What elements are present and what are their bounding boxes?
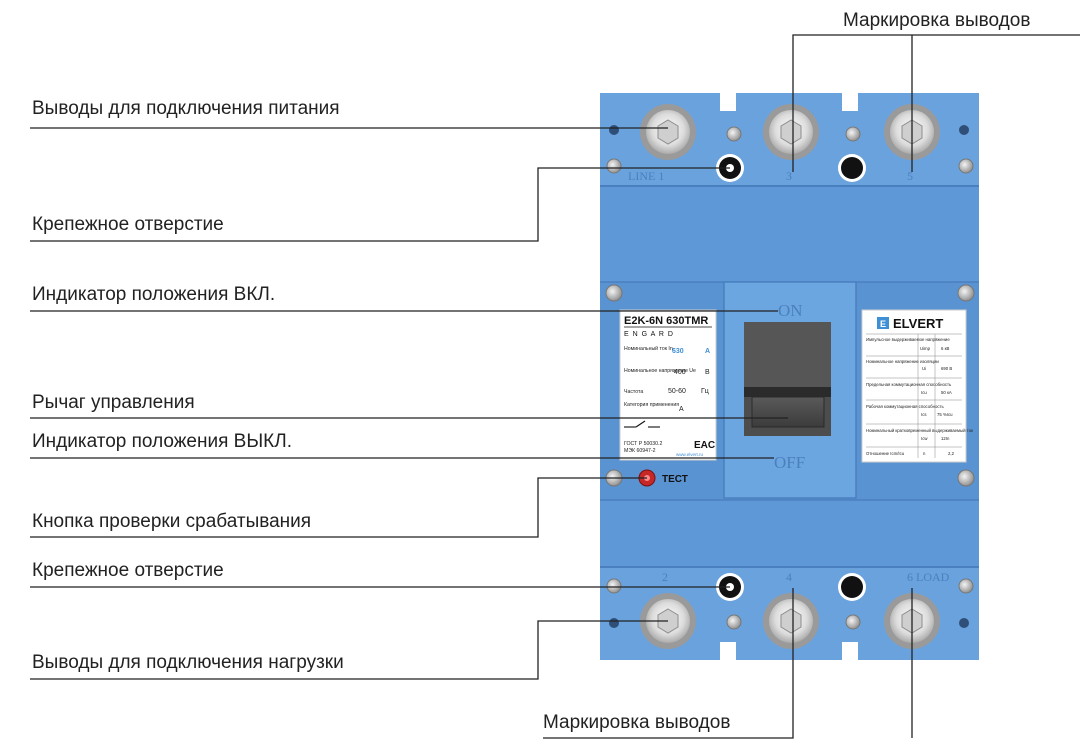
svg-text:В: В — [705, 369, 710, 376]
svg-text:A: A — [679, 406, 684, 413]
lever-assembly: ON OFF — [744, 301, 831, 472]
left-rating-label: E2K-6N 630TMR E N G A R D Номинальный то… — [619, 309, 717, 461]
callout-mounting-hole-top: Крепежное отверстие — [32, 214, 224, 235]
leader-load — [30, 620, 668, 680]
svg-text:Частота: Частота — [624, 389, 643, 395]
mark-2: 2 — [662, 570, 668, 584]
callout-labels: Выводы для подключения питания Крепежное… — [32, 10, 1030, 733]
svg-text:50-60: 50-60 — [668, 388, 686, 395]
terminal-line-1 — [640, 104, 696, 160]
leader-test — [30, 477, 647, 538]
callout-off-indicator: Индикатор положения ВЫКЛ. — [32, 431, 292, 452]
svg-text:Импульсное выдерживаемое напря: Импульсное выдерживаемое напряжение — [866, 337, 950, 342]
svg-text:2,2: 2,2 — [948, 451, 955, 456]
test-label: ТЕСТ — [662, 474, 688, 485]
callout-terminal-marking-bottom: Маркировка выводов — [543, 712, 730, 733]
svg-text:E: E — [880, 319, 886, 329]
svg-text:50 кА: 50 кА — [941, 390, 952, 395]
mark-4: 4 — [786, 570, 792, 584]
mark-line-1: LINE 1 — [628, 169, 664, 183]
lever — [751, 396, 825, 428]
svg-text:12In: 12In — [941, 436, 950, 441]
svg-text:www.elvert.ru: www.elvert.ru — [676, 452, 704, 457]
callout-lever: Рычаг управления — [32, 392, 195, 413]
svg-text:Гц: Гц — [701, 388, 709, 395]
svg-text:Предельная коммутационная спос: Предельная коммутационная способность — [866, 382, 952, 387]
svg-text:n: n — [923, 451, 926, 456]
svg-text:Номинальный ток In: Номинальный ток In — [624, 345, 673, 352]
leader-marking-bottom-4 — [543, 588, 794, 739]
leader-lines — [30, 34, 1080, 739]
svg-text:ГОСТ Р 50030.2: ГОСТ Р 50030.2 — [624, 441, 663, 447]
svg-text:6 кВ: 6 кВ — [941, 346, 949, 351]
breaker-symbol-icon — [624, 420, 660, 428]
terminal-4 — [763, 593, 819, 649]
svg-text:Ics: Ics — [921, 412, 927, 417]
svg-text:Icw: Icw — [921, 436, 928, 441]
svg-text:Uimp: Uimp — [920, 346, 931, 351]
terminal-3 — [763, 104, 819, 160]
svg-text:75 %Icu: 75 %Icu — [937, 412, 953, 417]
corner-screws — [605, 125, 975, 630]
eac-mark: EAC — [694, 440, 715, 451]
callout-mounting-hole-bottom: Крепежное отверстие — [32, 560, 224, 581]
off-indicator: OFF — [774, 453, 805, 472]
svg-text:Рабочая коммутационная способн: Рабочая коммутационная способность — [866, 404, 944, 409]
svg-text:A: A — [705, 348, 710, 355]
callout-power-terminals: Выводы для подключения питания — [32, 98, 340, 119]
mark-6-load: 6 LOAD — [907, 570, 950, 584]
callout-load-terminals: Выводы для подключения нагрузки — [32, 652, 344, 673]
top-terminals — [640, 104, 940, 160]
callout-on-indicator: Индикатор положения ВКЛ. — [32, 284, 275, 305]
top-slot — [720, 93, 736, 111]
bottom-slot — [720, 642, 736, 660]
model: E2K-6N 630TMR — [624, 315, 708, 327]
svg-text:Icu: Icu — [921, 390, 927, 395]
right-spec-label: E ELVERT Импульсное выдерживаемое напряж… — [861, 309, 973, 463]
leader-marking-top-3 — [792, 34, 1080, 172]
bottom-terminals — [640, 593, 940, 649]
elvert-brand: ELVERT — [893, 316, 943, 331]
svg-text:Категория применения: Категория применения — [624, 402, 679, 408]
svg-text:690 В: 690 В — [941, 366, 952, 371]
svg-text:Ui: Ui — [922, 366, 926, 371]
svg-text:Номинальное напряжение Ue: Номинальное напряжение Ue — [624, 368, 696, 374]
svg-text:Отношение Icm/Icu: Отношение Icm/Icu — [866, 451, 905, 456]
terminal-marks: LINE 1 3 5 2 4 6 LOAD — [628, 169, 950, 584]
callout-terminal-marking-top: Маркировка выводов — [843, 10, 1030, 31]
elvert-logo-icon — [877, 317, 889, 329]
svg-text:Номинальное напряжение изоляци: Номинальное напряжение изоляции — [866, 359, 939, 364]
leader-mount-top — [30, 167, 730, 242]
svg-text:Номинальный кратковременный вы: Номинальный кратковременный выдерживаемы… — [866, 428, 973, 433]
mark-5: 5 — [907, 169, 913, 183]
mounting-holes — [716, 154, 866, 601]
brand: E N G A R D — [624, 331, 674, 338]
callout-test-button: Кнопка проверки срабатывания — [32, 511, 311, 532]
mark-3: 3 — [786, 169, 792, 183]
svg-text:630: 630 — [672, 348, 684, 355]
top-slot — [842, 93, 858, 111]
svg-text:МЭК 60947-2: МЭК 60947-2 — [624, 448, 656, 454]
bottom-slot — [842, 642, 858, 660]
svg-text:400: 400 — [674, 369, 686, 376]
on-indicator: ON — [778, 301, 803, 320]
